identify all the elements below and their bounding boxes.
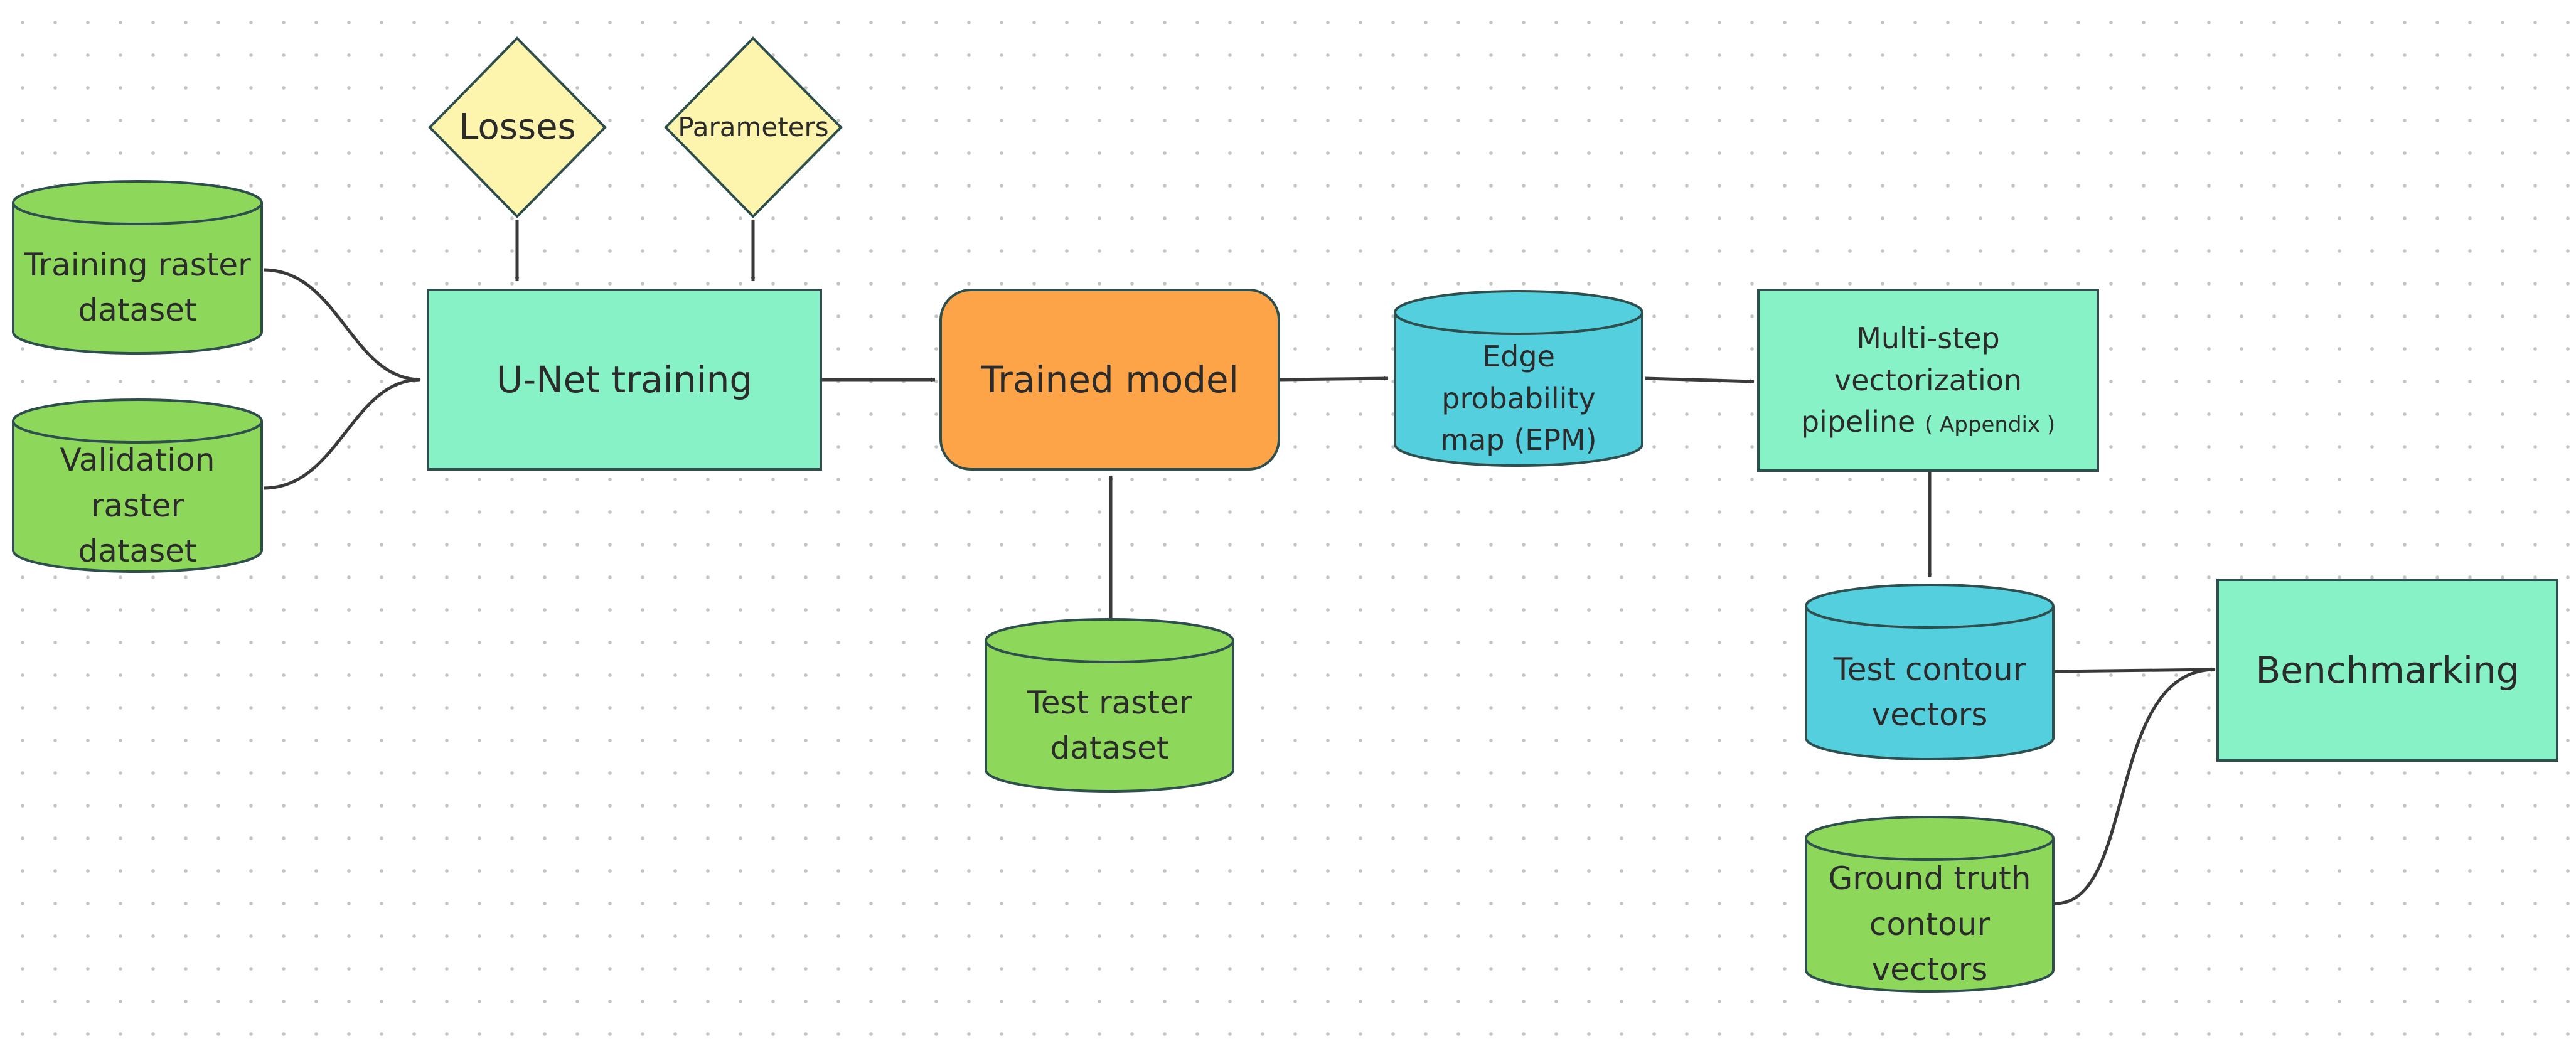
losses-decision[interactable]: Losses: [428, 36, 607, 218]
parameters-decision[interactable]: Parameters: [664, 36, 843, 218]
rect-shape: [2216, 579, 2558, 762]
cylinder-shape: [1805, 584, 2055, 760]
parameters-label: Parameters: [678, 111, 829, 142]
edge-trained-model-to-epm: [1280, 376, 1389, 382]
edge-epm-to-vectorization: [1645, 376, 1755, 384]
appendix-note: ( Appendix ): [1924, 412, 2056, 438]
rounded-rect-shape: [939, 289, 1280, 471]
vectorization-pipeline[interactable]: Multi-step vectorization pipeline ( Appe…: [1757, 289, 2099, 472]
diamond-shape: [664, 36, 843, 218]
edge-ground-truth-to-benchmarking: [2055, 667, 2216, 905]
vectorization-label: Multi-step vectorization pipeline ( Appe…: [1800, 321, 2056, 439]
cylinder-shape: [985, 618, 1234, 793]
unet-training-process[interactable]: U-Net training: [427, 289, 822, 471]
benchmarking-process[interactable]: Benchmarking: [2216, 579, 2558, 762]
trained-model[interactable]: Trained model: [939, 289, 1280, 471]
unet-training-label: U-Net training: [496, 358, 753, 401]
cylinder-shape: [12, 180, 263, 355]
edge-training-to-unet: [263, 268, 421, 382]
benchmarking-label: Benchmarking: [2255, 648, 2520, 691]
diamond-shape: [428, 36, 607, 218]
cylinder-shape: [12, 398, 263, 573]
cylinder-shape: [1394, 290, 1643, 467]
rect-shape: [1757, 289, 2099, 472]
edge-test-contour-to-benchmarking: [2055, 667, 2216, 673]
losses-label: Losses: [459, 107, 576, 148]
rect-shape: [427, 289, 822, 471]
trained-model-label: Trained model: [981, 358, 1239, 401]
edge-validation-to-unet: [263, 377, 421, 490]
cylinder-shape: [1805, 816, 2055, 993]
